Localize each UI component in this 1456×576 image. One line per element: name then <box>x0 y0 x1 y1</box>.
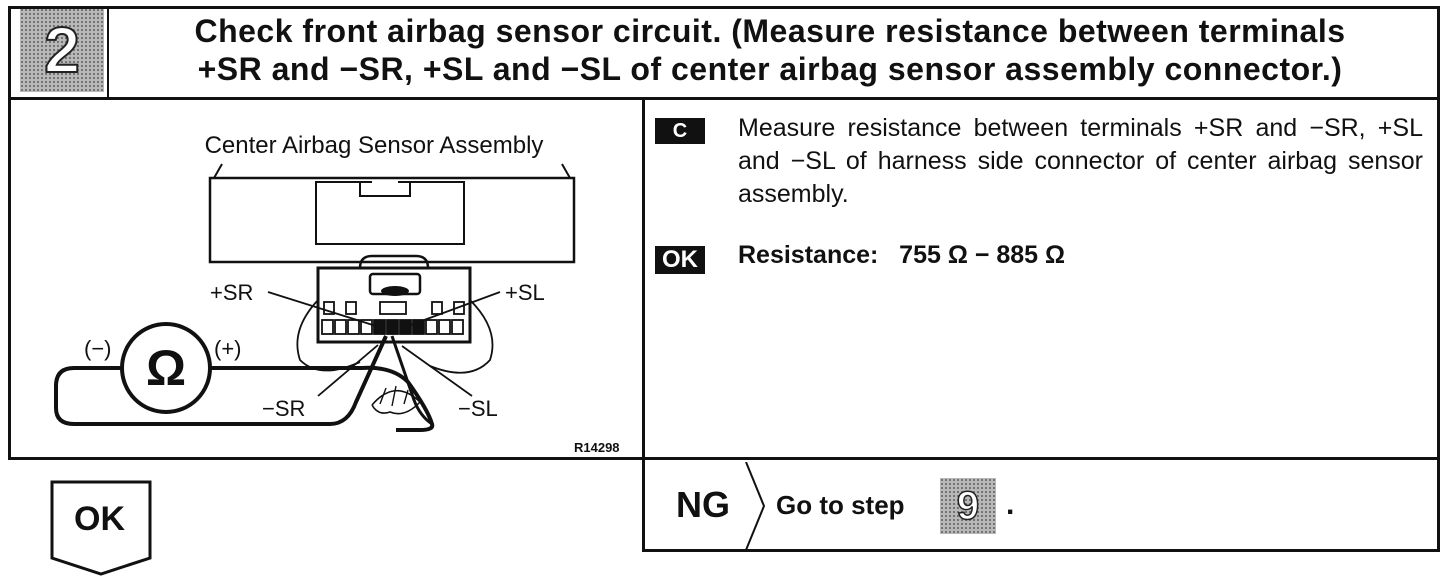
border-header-top <box>8 6 1440 9</box>
label-minus-sr: −SR <box>262 396 306 421</box>
ng-chevron <box>745 462 766 550</box>
label-negative-lead: (−) <box>84 336 112 361</box>
resistance-spec: Resistance: 755 Ω − 885 Ω <box>738 241 1066 269</box>
border-left <box>8 6 11 460</box>
label-plus-sr: +SR <box>210 280 254 305</box>
border-center-divider <box>642 98 645 552</box>
spec-ok-tag: OK <box>655 246 705 274</box>
border-right <box>1437 6 1440 552</box>
step-number-badge: 2 <box>20 8 104 92</box>
figure-code: R14298 <box>574 440 620 455</box>
goto-step-target[interactable]: 9 <box>940 478 996 534</box>
harness-connector <box>316 254 472 344</box>
border-step-divider <box>107 6 109 98</box>
airbag-sensor-diagram <box>54 163 576 432</box>
ng-result-label: NG <box>676 484 730 525</box>
step-title-line-2: +SR and −SR, +SL and −SL of center airba… <box>197 51 1343 87</box>
instruction-text: Measure resistance between terminals +SR… <box>738 114 1423 208</box>
border-body-bottom <box>8 457 1440 460</box>
step-title: Check front airbag sensor circuit. (Meas… <box>110 12 1430 88</box>
label-minus-sl: −SL <box>458 396 498 421</box>
goto-step-text: Go to step <box>776 490 905 520</box>
step-number: 2 <box>43 14 81 86</box>
goto-step-number: 9 <box>956 483 980 529</box>
ok-result-label: OK <box>74 500 125 538</box>
label-plus-sl: +SL <box>505 280 545 305</box>
ohm-symbol: Ω <box>145 340 187 396</box>
ok-arrow-box[interactable] <box>50 480 152 576</box>
step-title-line-1: Check front airbag sensor circuit. (Meas… <box>194 13 1346 49</box>
instruction-tag: C <box>655 118 705 144</box>
border-ng-bottom <box>642 549 1440 552</box>
goto-period: . <box>1006 488 1015 521</box>
border-header-bottom <box>8 97 1440 100</box>
figure-caption: Center Airbag Sensor Assembly <box>204 132 544 159</box>
label-positive-lead: (+) <box>214 336 242 361</box>
